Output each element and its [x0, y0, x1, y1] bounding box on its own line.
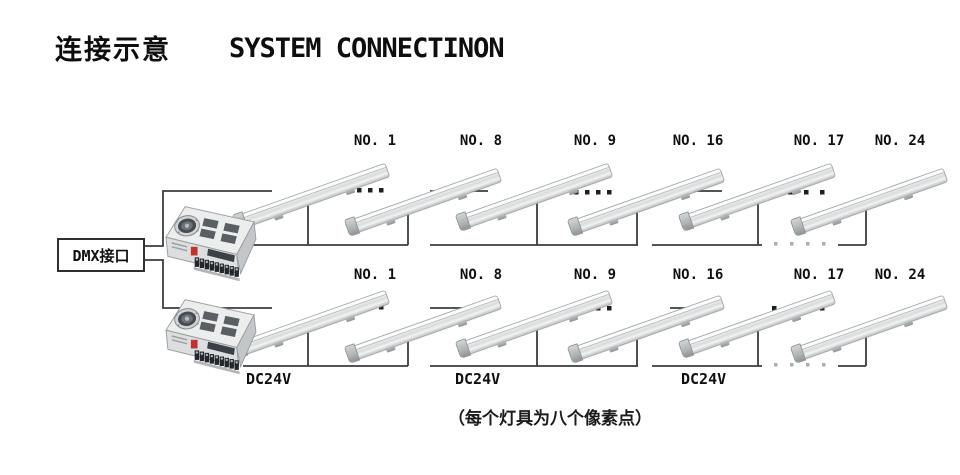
fixture-number-label: NO. 24	[874, 133, 926, 149]
fixture-number-label: NO. 17	[793, 267, 845, 283]
fixture-number-label: NO. 1	[353, 267, 397, 283]
fixture-number-label: NO. 8	[459, 267, 503, 283]
power-supply-unit-top	[165, 205, 257, 282]
fixture-number-label: NO. 1	[353, 133, 397, 149]
page-title-chinese: 连接示意	[55, 35, 171, 66]
fixture-number-label: NO. 16	[672, 133, 724, 149]
dmx-port-label: DMX接口	[72, 246, 130, 265]
dmx-port-box: DMX接口	[57, 238, 145, 272]
fixture-number-label: NO. 9	[573, 267, 617, 283]
dc24v-label: DC24V	[681, 370, 727, 388]
fixture-number-label: NO. 9	[573, 133, 617, 149]
dc24v-label: DC24V	[455, 370, 501, 388]
fixture-number-label: NO. 8	[459, 133, 503, 149]
power-supply-unit-bottom	[165, 298, 257, 375]
caption-note: （每个灯具为八个像素点）	[448, 409, 652, 429]
fixture-number-label: NO. 17	[793, 133, 845, 149]
page-title-english: SYSTEM CONNECTINON	[229, 33, 505, 64]
fixture-number-label: NO. 24	[874, 267, 926, 283]
dc24v-label: DC24V	[246, 370, 292, 388]
fixture-number-label: NO. 16	[672, 267, 724, 283]
